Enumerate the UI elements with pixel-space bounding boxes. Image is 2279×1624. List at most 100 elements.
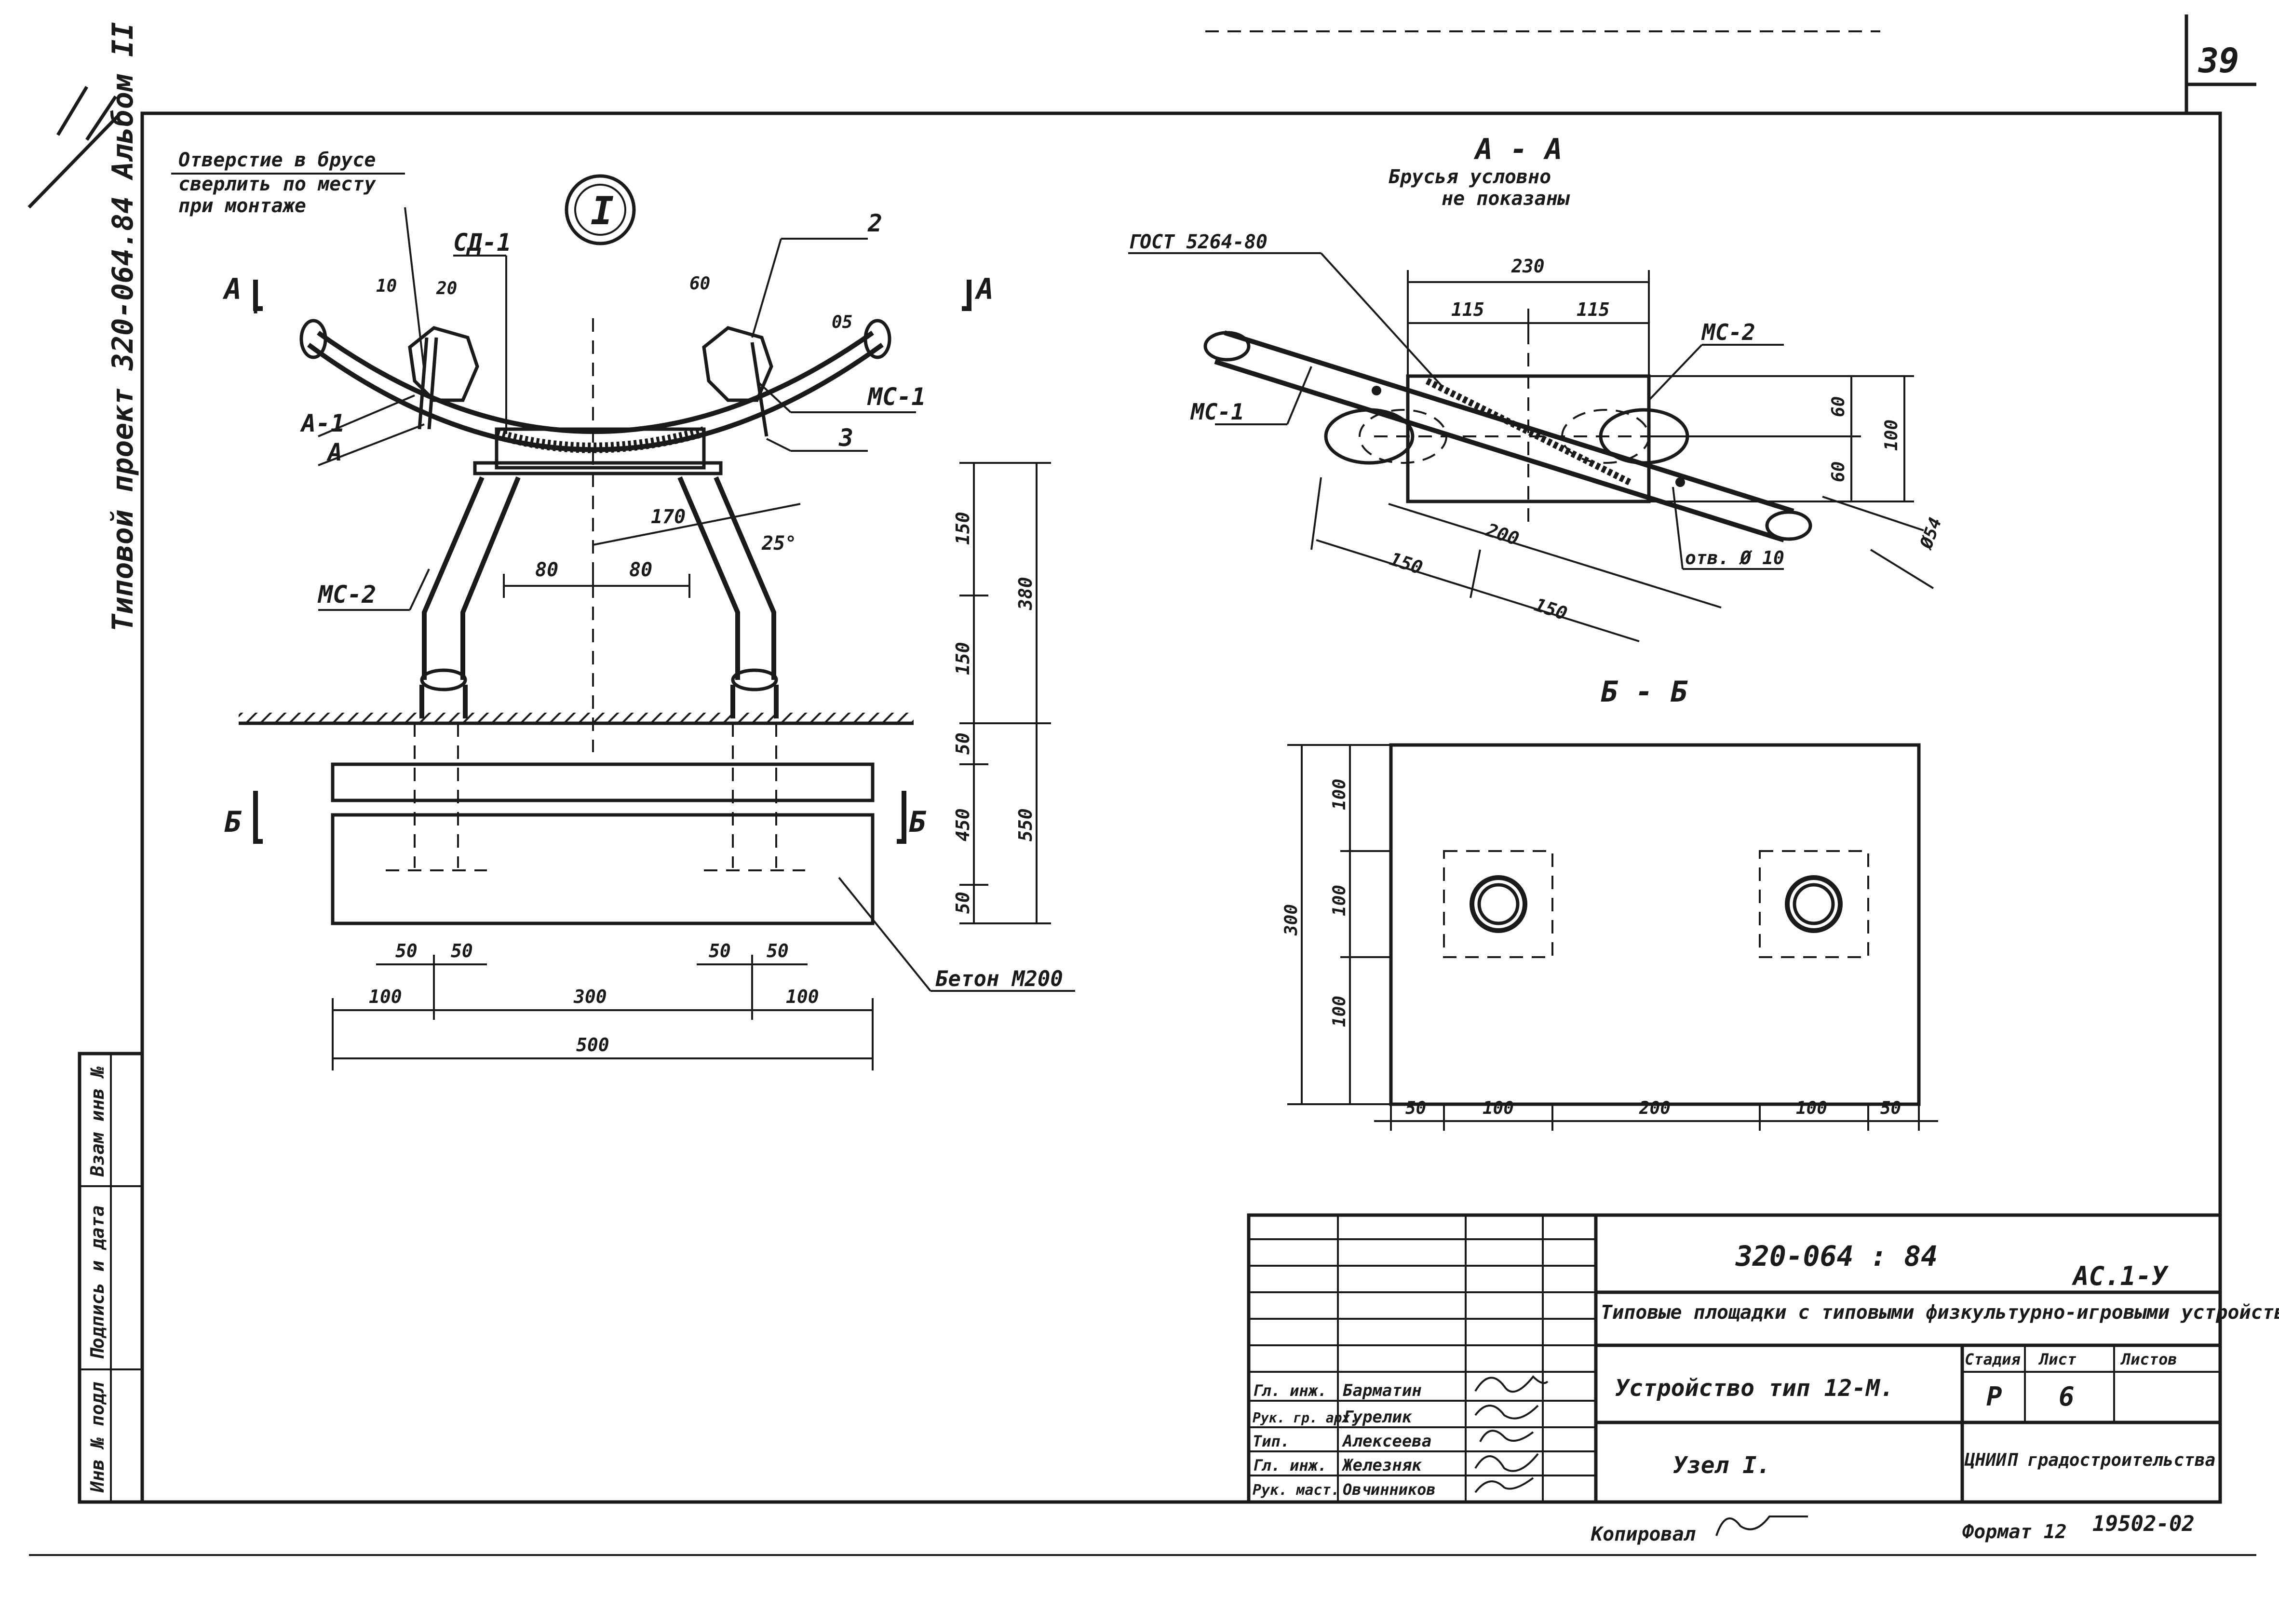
bb-dim-h50b: 50 xyxy=(1880,1098,1901,1118)
dim-h50c: 50 xyxy=(709,940,731,961)
aa-ms1: МС-1 xyxy=(1190,399,1244,425)
bb-dim-h100b: 100 xyxy=(1796,1098,1827,1118)
stage-value: Р xyxy=(1986,1381,2002,1412)
aa-hole: отв. Ø 10 xyxy=(1685,547,1784,568)
sheet-code: АС.1-У xyxy=(2072,1261,2169,1291)
section-aa-title: А - А xyxy=(1473,133,1563,166)
dim-v50b: 50 xyxy=(952,892,973,914)
dim-80b: 80 xyxy=(629,559,652,581)
dim-h500: 500 xyxy=(576,1034,609,1056)
bb-dim-h100a: 100 xyxy=(1483,1098,1514,1118)
node-view: I xyxy=(171,173,1075,1070)
part-a1: А-1 xyxy=(300,409,345,437)
dim-v150b: 150 xyxy=(952,642,973,675)
node-mark: I xyxy=(591,189,614,233)
part-2: 2 xyxy=(867,209,882,237)
stage-header: Стадия xyxy=(1965,1350,2021,1368)
node-mark-circle xyxy=(565,174,636,245)
aa-dim-60b: 60 xyxy=(1829,461,1848,482)
person-name-5: Овчинников xyxy=(1343,1480,1436,1499)
part-sd1: СД-1 xyxy=(453,229,511,257)
dim-h50d: 50 xyxy=(767,940,789,961)
part-3: 3 xyxy=(838,424,853,452)
aa-dim-54: Ø54 xyxy=(1916,515,1946,553)
section-aa xyxy=(1128,252,1934,642)
description: Типовые площадки с типовыми физкультурно… xyxy=(1601,1301,2279,1324)
corner-marks xyxy=(27,86,122,209)
person-role-3: Тип. xyxy=(1253,1432,1290,1450)
copied-signature xyxy=(1715,1516,1808,1536)
person-role-1: Гл. инж. xyxy=(1253,1381,1327,1400)
part-ms1: МС-1 xyxy=(867,383,926,411)
bb-dim-v100b: 100 xyxy=(1330,885,1349,916)
copied-label: Копировал xyxy=(1591,1523,1696,1545)
dim-20: 20 xyxy=(436,279,457,298)
section-bb-title: Б - Б xyxy=(1601,675,1688,709)
dim-80a: 80 xyxy=(535,559,558,581)
bb-dim-h50a: 50 xyxy=(1405,1098,1426,1118)
dim-h100b: 100 xyxy=(786,986,819,1007)
sheets-header: Листов xyxy=(2120,1350,2177,1368)
dim-v550: 550 xyxy=(1015,808,1036,841)
person-role-4: Гл. инж. xyxy=(1253,1456,1327,1475)
section-aa-note-2: не показаны xyxy=(1442,188,1570,210)
title-block xyxy=(1247,1213,2222,1504)
node-name: Узел I. xyxy=(1673,1452,1770,1479)
gost-label: ГОСТ 5264-80 xyxy=(1128,231,1268,253)
part-ms2: МС-2 xyxy=(317,581,376,609)
dim-h50b: 50 xyxy=(451,940,473,961)
dim-h300: 300 xyxy=(573,986,607,1007)
person-name-2: Гурелик xyxy=(1343,1407,1413,1427)
dim-170: 170 xyxy=(651,506,686,528)
aa-dim-150a: 150 xyxy=(1387,548,1425,579)
bb-dim-v100c: 100 xyxy=(1330,996,1349,1027)
person-name-4: Железняк xyxy=(1341,1456,1422,1475)
dim-10: 10 xyxy=(376,276,397,296)
person-name-3: Алексеева xyxy=(1342,1432,1431,1451)
dim-v450: 450 xyxy=(952,808,973,841)
inv-label-2: Подпись и дата xyxy=(87,1205,108,1360)
dim-60: 60 xyxy=(689,274,710,294)
inv-label-1: Инв № подл xyxy=(87,1382,108,1493)
person-name-1: Барматин xyxy=(1343,1381,1422,1400)
dim-05: 05 xyxy=(832,312,852,332)
cut-a-right: А xyxy=(974,272,994,306)
dim-h100a: 100 xyxy=(369,986,402,1007)
concrete-label: Бетон М200 xyxy=(935,967,1063,991)
section-bb xyxy=(1287,743,1938,1131)
sheet-header: Лист xyxy=(2038,1350,2077,1368)
bb-dim-h200: 200 xyxy=(1639,1098,1671,1118)
hole-note-1: Отверстие в брусе xyxy=(178,149,376,171)
cut-b-left: Б xyxy=(224,805,242,839)
aa-dim-60a: 60 xyxy=(1829,396,1848,417)
aa-dim-115b: 115 xyxy=(1577,299,1610,320)
dim-v150a: 150 xyxy=(952,512,973,545)
bb-dim-v100a: 100 xyxy=(1330,779,1349,810)
aa-dim-150b: 150 xyxy=(1532,594,1570,624)
aa-dim-115a: 115 xyxy=(1451,299,1484,320)
bb-dim-v300: 300 xyxy=(1281,904,1301,936)
object-name: Устройство тип 12-М. xyxy=(1615,1375,1894,1402)
sheet-number: 39 xyxy=(2198,41,2239,81)
inventory-stamp xyxy=(78,1052,144,1504)
inv-label-3: Взам инв № xyxy=(87,1066,108,1177)
org-name: ЦНИИП градостроительства xyxy=(1964,1450,2215,1470)
person-role-2: Рук. гр. арх. xyxy=(1253,1410,1358,1426)
cut-b-right: Б xyxy=(909,805,927,839)
dim-v50a: 50 xyxy=(952,732,973,755)
aa-dim-100: 100 xyxy=(1882,420,1901,451)
doc-code: 320-064 : 84 xyxy=(1735,1240,1938,1272)
ref-number: 19502-02 xyxy=(2092,1512,2195,1536)
dim-25deg: 25° xyxy=(761,532,796,555)
sheet-value: 6 xyxy=(2059,1381,2075,1412)
cut-a-left: А xyxy=(222,272,242,306)
sheet-frame xyxy=(29,14,2256,1556)
aa-ms2: МС-2 xyxy=(1701,319,1755,345)
dim-h50a: 50 xyxy=(395,940,418,961)
aa-dim-200: 200 xyxy=(1483,519,1522,549)
project-side-label: Типовой проект 320-064.84 Альбом II xyxy=(106,22,140,632)
person-role-5: Рук. маст. xyxy=(1253,1482,1340,1499)
section-aa-note-1: Брусья условно xyxy=(1389,166,1551,188)
part-a: А xyxy=(326,438,342,466)
